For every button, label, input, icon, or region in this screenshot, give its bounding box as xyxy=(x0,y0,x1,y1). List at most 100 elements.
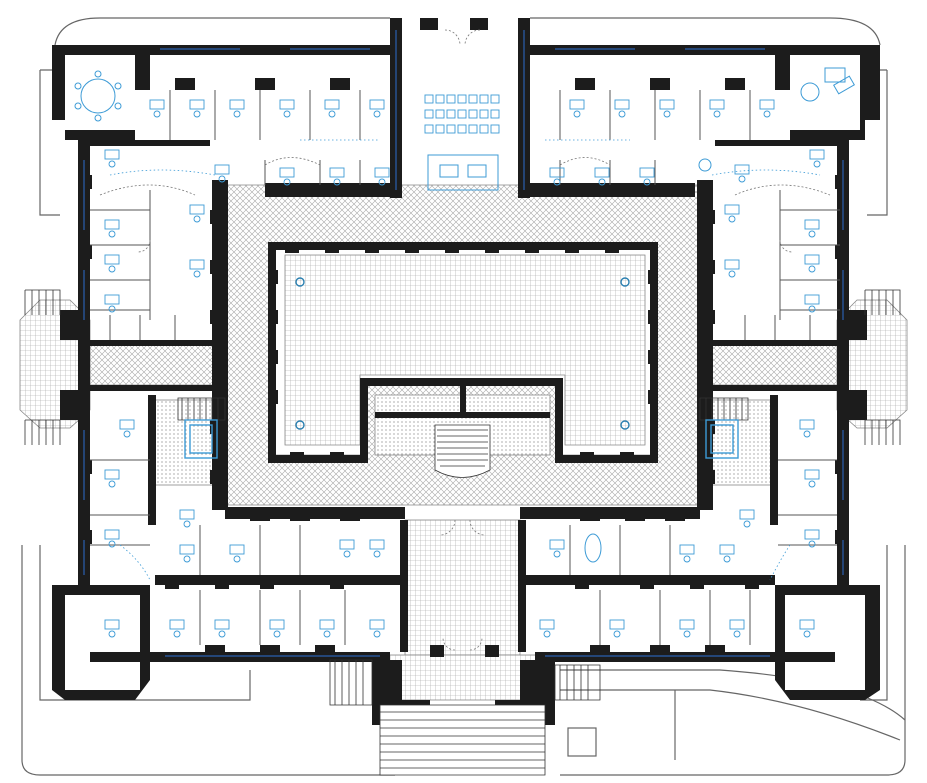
chair-icon xyxy=(373,550,381,558)
partitions xyxy=(90,90,840,645)
site-outline xyxy=(21,17,906,776)
desk-icon xyxy=(639,167,655,178)
chair-icon xyxy=(803,430,811,438)
chair-icon xyxy=(763,110,771,118)
desk-icon xyxy=(369,99,385,110)
seat-icon xyxy=(490,109,500,119)
chair-icon xyxy=(808,265,816,273)
desk-icon xyxy=(679,544,695,555)
desk-icon xyxy=(759,99,775,110)
desk-icon xyxy=(104,219,120,230)
chair-icon xyxy=(813,160,821,168)
desk-icon xyxy=(804,529,820,540)
chair-icon xyxy=(713,110,721,118)
chair-icon xyxy=(183,520,191,528)
chair-icon xyxy=(333,178,341,186)
desk-icon xyxy=(104,469,120,480)
desk-icon xyxy=(324,99,340,110)
chair-icon xyxy=(193,270,201,278)
desk-icon xyxy=(229,99,245,110)
presentation-desk xyxy=(427,154,499,191)
seat-icon xyxy=(446,94,456,104)
desk-icon xyxy=(189,259,205,270)
seat-icon xyxy=(468,109,478,119)
desk-icon xyxy=(119,419,135,430)
desk-icon xyxy=(319,619,335,630)
chair-icon xyxy=(643,178,651,186)
desk-icon xyxy=(169,619,185,630)
seat-icon xyxy=(457,109,467,119)
desk-icon xyxy=(369,619,385,630)
seat-icon xyxy=(446,124,456,134)
chair-icon xyxy=(183,555,191,563)
desk-and-chair-icon xyxy=(104,99,825,638)
chair-icon xyxy=(193,110,201,118)
seat-icon xyxy=(479,94,489,104)
desk-icon xyxy=(724,204,740,215)
chair-icon xyxy=(683,630,691,638)
desk-icon xyxy=(729,619,745,630)
chair-icon xyxy=(808,540,816,548)
chair-icon xyxy=(233,110,241,118)
desk-icon xyxy=(614,99,630,110)
chair-icon xyxy=(553,550,561,558)
seat-icon xyxy=(468,124,478,134)
column-circle-icon xyxy=(620,277,630,287)
chair-icon xyxy=(373,110,381,118)
seat-icon xyxy=(424,94,434,104)
seat-icon xyxy=(490,94,500,104)
chair-icon xyxy=(598,178,606,186)
chair-icon xyxy=(743,520,751,528)
desk-icon xyxy=(734,164,750,175)
chair-icon xyxy=(108,230,116,238)
desk-icon xyxy=(659,99,675,110)
chair-icon xyxy=(218,630,226,638)
seat-icon xyxy=(490,124,500,134)
chair-icon xyxy=(808,305,816,313)
chair-icon xyxy=(108,630,116,638)
chair-icon xyxy=(663,110,671,118)
stairs xyxy=(24,289,901,776)
chair-icon xyxy=(573,110,581,118)
seat-icon xyxy=(457,94,467,104)
seat-icon xyxy=(479,124,489,134)
desk-icon xyxy=(104,149,120,160)
chair-icon xyxy=(378,178,386,186)
chair-icon xyxy=(108,160,116,168)
chair-icon xyxy=(803,630,811,638)
chair-icon xyxy=(153,110,161,118)
desk-icon xyxy=(594,167,610,178)
desk-icon xyxy=(679,619,695,630)
chair-icon xyxy=(723,555,731,563)
seat-icon xyxy=(435,94,445,104)
chair-icon xyxy=(343,550,351,558)
wall-piers xyxy=(78,78,849,659)
column-circle-icon xyxy=(620,420,630,430)
column-circle-icon xyxy=(295,277,305,287)
chair-icon xyxy=(193,215,201,223)
chair-icon xyxy=(373,630,381,638)
chair-icon xyxy=(618,110,626,118)
seat-icon xyxy=(424,109,434,119)
desk-icon xyxy=(369,539,385,550)
seat-icon xyxy=(424,124,434,134)
chair-icon xyxy=(123,430,131,438)
chair-icon xyxy=(283,110,291,118)
desk-icon xyxy=(279,167,295,178)
desk-icon xyxy=(279,99,295,110)
desk-icon xyxy=(374,167,390,178)
chair-icon xyxy=(273,630,281,638)
chair-icon xyxy=(323,630,331,638)
desk-icon xyxy=(804,469,820,480)
chair-icon xyxy=(808,230,816,238)
circulation-lines xyxy=(109,139,821,581)
seat-icon xyxy=(468,94,478,104)
seat-icon xyxy=(435,109,445,119)
desk-icon xyxy=(804,219,820,230)
desk-icon xyxy=(549,167,565,178)
desk-icon xyxy=(799,419,815,430)
desk-icon xyxy=(104,254,120,265)
courtyard-columns xyxy=(295,277,630,430)
desk-icon xyxy=(809,149,825,160)
